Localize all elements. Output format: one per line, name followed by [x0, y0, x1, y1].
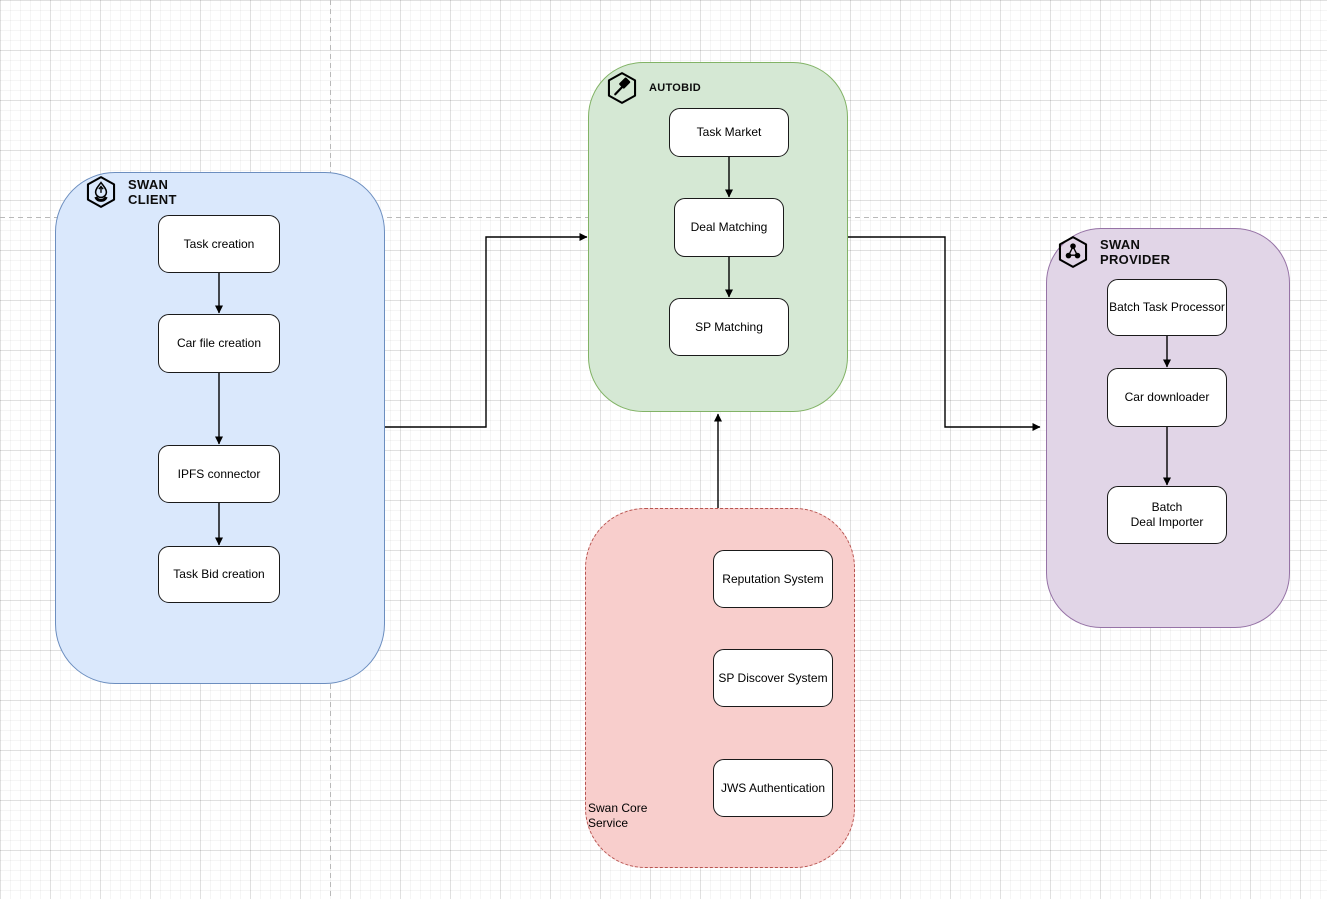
node-label: SP Discover System [718, 670, 828, 685]
node-car-downloader[interactable]: Car downloader [1107, 368, 1227, 427]
edge-autobid-to-swan-provider[interactable] [848, 236, 1041, 431]
swan-client-header: SWAN CLIENT [83, 173, 177, 211]
group-title: AUTOBID [649, 82, 701, 95]
node-label: Task creation [183, 236, 255, 251]
swan-core-service-label: Swan Core Service [588, 801, 647, 831]
node-label: JWS Authentication [720, 780, 826, 795]
node-batch-deal-importer[interactable]: Batch Deal Importer [1107, 486, 1227, 544]
swan-core-service-label-line: Swan Core [588, 801, 648, 815]
group-swan-provider[interactable] [1046, 228, 1290, 628]
node-label-line: Batch [1151, 500, 1183, 514]
node-label: Deal Matching [690, 220, 768, 234]
autobid-header: AUTOBID [604, 69, 701, 107]
edge-swan-client-to-autobid[interactable] [385, 233, 588, 428]
node-sp-discover-system[interactable]: SP Discover System [713, 649, 833, 707]
group-title-line: CLIENT [128, 192, 177, 207]
group-title-line: SWAN [1100, 237, 1141, 252]
hexagon-cluster-icon [1058, 236, 1088, 268]
node-label: IPFS connector [177, 466, 261, 481]
node-label: Task Market [696, 125, 762, 139]
node-sp-matching[interactable]: SP Matching [669, 298, 789, 356]
group-title-line: AUTOBID [649, 81, 702, 94]
node-deal-matching[interactable]: Deal Matching [674, 198, 784, 257]
node-task-market[interactable]: Task Market [669, 108, 789, 157]
node-ipfs-connector[interactable]: IPFS connector [158, 445, 280, 503]
node-label: Task Bid creation [173, 567, 265, 581]
node-label-line: Deal Importer [1130, 515, 1204, 529]
node-label: Car file creation [176, 336, 262, 350]
hexagon-droplet-icon [86, 176, 116, 208]
group-title: SWAN PROVIDER [1100, 237, 1170, 267]
group-title-line: SWAN [128, 177, 169, 192]
node-label: Reputation System [722, 571, 824, 586]
hexagon-gavel-icon [607, 72, 637, 104]
node-label: SP Matching [695, 319, 763, 334]
swan-core-service-label-line: Service [588, 816, 629, 830]
node-label: Car downloader [1124, 390, 1210, 404]
group-title-line: PROVIDER [1100, 252, 1171, 267]
node-car-file-creation[interactable]: Car file creation [158, 314, 280, 373]
node-batch-task-processor[interactable]: Batch Task Processor [1107, 279, 1227, 336]
node-reputation-system[interactable]: Reputation System [713, 550, 833, 608]
node-task-creation[interactable]: Task creation [158, 215, 280, 273]
node-task-bid-creation[interactable]: Task Bid creation [158, 546, 280, 603]
swan-provider-header: SWAN PROVIDER [1055, 233, 1170, 271]
node-jws-authentication[interactable]: JWS Authentication [713, 759, 833, 817]
group-title: SWAN CLIENT [128, 177, 177, 207]
node-label: Batch Task Processor [1109, 300, 1225, 314]
